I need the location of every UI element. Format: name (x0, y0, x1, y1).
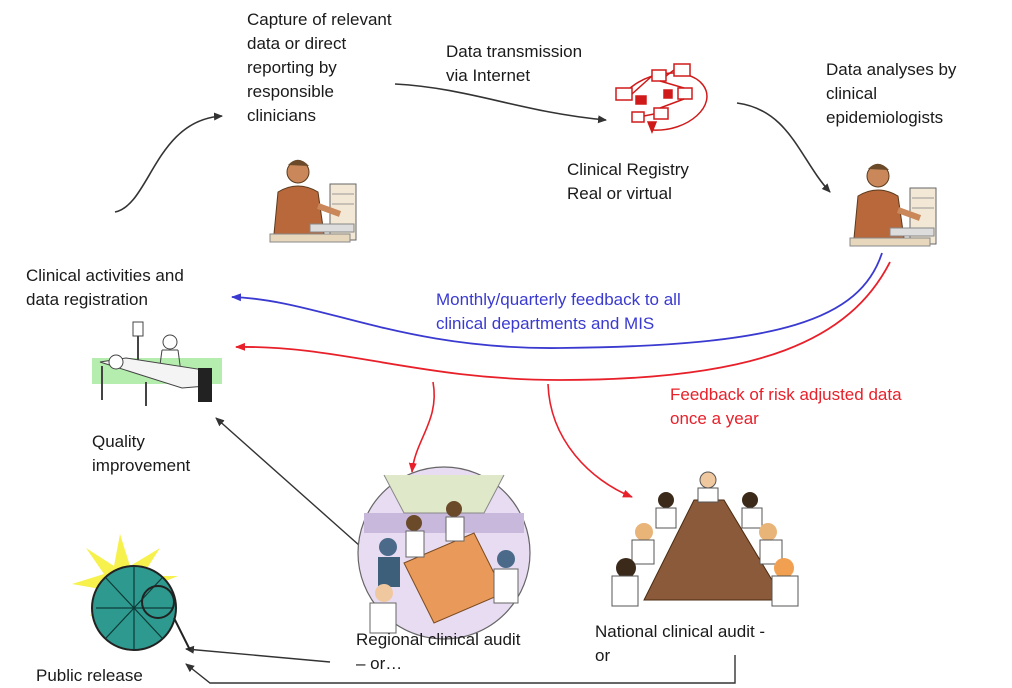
public-label: Public release (36, 666, 143, 685)
arrow-red-to-national (547, 383, 633, 498)
registry-label: Clinical Registry Real or virtual (567, 160, 689, 203)
capture-label: Capture of relevant data or direct repor… (247, 10, 392, 125)
analyses-label: Data analyses by clinical epidemiologist… (826, 60, 957, 127)
regional-label: Regional clinical audit – or… (356, 630, 521, 673)
arrow-regional-to-quality (215, 417, 361, 547)
arrow-registry-to-analyses (736, 102, 831, 193)
arrow-red-yearly-feedback (235, 261, 891, 381)
arrow-blue-monthly-feedback (231, 252, 883, 349)
arrow-regional-to-public (185, 645, 331, 663)
risk-feedback-label: Feedback of risk adjusted data once a ye… (670, 385, 902, 428)
activities-label: Clinical activities and data registratio… (26, 266, 184, 309)
arrow-red-to-regional (408, 381, 435, 473)
national-label: National clinical audit - or (595, 622, 766, 665)
arrow-national-to-public (185, 655, 736, 684)
arrow-activities-to-capture (114, 112, 223, 213)
monthly-feedback-label: Monthly/quarterly feedback to all clinic… (436, 290, 681, 333)
arrow-capture-to-registry (394, 83, 607, 124)
quality-label: Quality improvement (92, 432, 191, 475)
transmission-label: Data transmission via Internet (446, 42, 583, 85)
